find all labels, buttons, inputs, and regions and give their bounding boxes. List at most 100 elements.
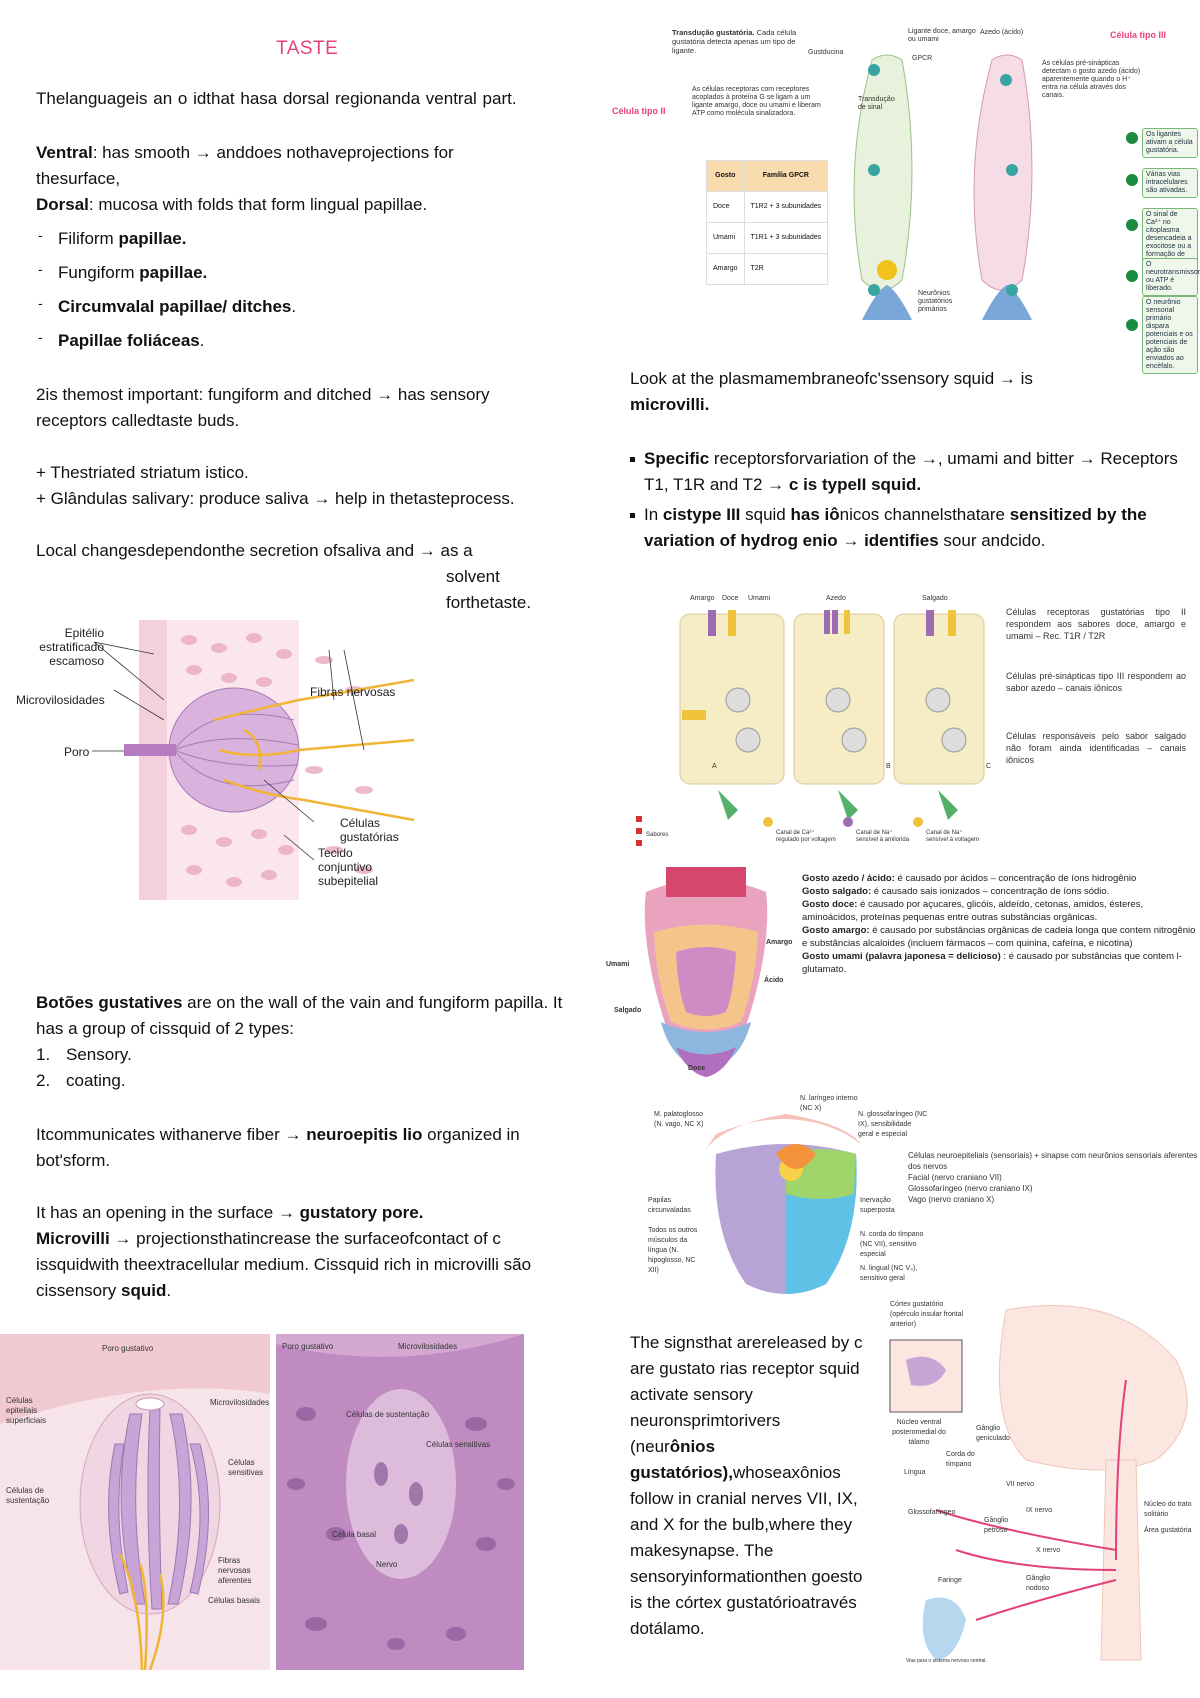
brain-label-petroso: Gânglio petroso xyxy=(984,1517,1009,1534)
step-2: Várias vias intracelulares são ativadas. xyxy=(1142,168,1198,198)
signs-text: The signsthat arereleased by c are gusta… xyxy=(630,1333,863,1638)
step-1: Os ligantes ativam a célula gustatória. xyxy=(1142,128,1198,158)
taste-bud-3d-figure: Poro gustativo Células epiteliais superf… xyxy=(0,1334,270,1671)
brain-label-faringe: Faringe xyxy=(938,1577,962,1584)
legend-na-voltagem: Canal de Na⁺ sensível à voltagem xyxy=(926,830,980,843)
botoes-label: Botões gustatives xyxy=(36,993,183,1012)
fig3-label-sustentacao: Células de sustentação xyxy=(6,1486,50,1505)
transduction-illustration xyxy=(853,54,1138,331)
receptor-cells-figure: Amargo Doce Umami Azedo Salgado A B C Cé… xyxy=(618,590,1200,860)
label-epitelio: Epitélio estratificado escamoso xyxy=(39,626,104,668)
brain-label-nodoso: Gânglio nodoso xyxy=(1026,1575,1051,1592)
nerve-label-papilas: Papilas circunvaladas xyxy=(648,1197,691,1214)
receptor-bullets: Specific receptorsforvariation of the →,… xyxy=(630,446,1190,558)
brain-label-area: Área gustatória xyxy=(1144,1527,1192,1534)
brain-label-geniculado: Gânglio geniculado xyxy=(976,1425,1010,1442)
taste-bud-illustration xyxy=(92,620,415,900)
list-item: Filiform papillae. xyxy=(36,222,536,252)
taste-bud-figure: Epitélio estratificado escamoso Microvil… xyxy=(14,620,415,900)
label-gpcr: GPCR xyxy=(912,55,933,62)
list-item: Specific receptorsforvariation of the →,… xyxy=(630,446,1190,498)
legend-ca: Canal de Ca²⁺ regulado por voltagem xyxy=(776,830,836,843)
opening-text: It has an opening in the surface → gusta… xyxy=(36,1203,424,1222)
fig3-label-microvilosidades: Microvilosidades xyxy=(210,1398,270,1407)
brain-pathway-illustration xyxy=(889,1305,1188,1661)
innervation-note: Células neuroepiteliais (sensoriais) + s… xyxy=(908,1151,1198,1204)
brain-label-corda: Corda do tímpano xyxy=(946,1451,975,1468)
label-salgado-cell: Salgado xyxy=(922,595,948,602)
communicates-text: Itcommunicates withanerve fiber → neuroe… xyxy=(36,1125,520,1170)
brain-label-ix: IX nervo xyxy=(1026,1507,1053,1514)
ventral-label: Ventral xyxy=(36,143,93,162)
nerve-label-inervacao: Inervação superposta xyxy=(860,1197,895,1214)
tongue-label-doce: Doce xyxy=(688,1065,706,1072)
fig3-label-fibras: Fibras nervosas aferentes xyxy=(218,1556,252,1585)
page-title: TASTE xyxy=(276,38,339,59)
list-item: Papillae foliáceas. xyxy=(36,324,536,354)
forthetaste-text: forthetaste. xyxy=(446,593,532,612)
tongue-label-umami: Umami xyxy=(606,961,630,968)
desc-doce: Gosto doce: é causado por açucares, glic… xyxy=(802,899,1144,923)
list-item: Circumvalal papillae/ ditches. xyxy=(36,290,536,320)
brain-footer: Vias para o sistema nervoso central. xyxy=(906,1658,987,1664)
label-b: B xyxy=(886,763,891,770)
desc-azedo: Gosto azedo / ácido: é causado por ácido… xyxy=(802,873,1137,884)
local-changes-text: Local changesdependonthe secretion ofsal… xyxy=(36,541,473,560)
label-c: C xyxy=(986,763,992,770)
microvilli-text: Microvilli → projectionsthatincrease the… xyxy=(36,1229,532,1300)
step-4: O neurotransmissor ou ATP é liberado. xyxy=(1142,258,1200,296)
side-note-2: Células pré-sinápticas tipo III responde… xyxy=(1006,671,1186,693)
fig4-label-sensitivas: Células sensitivas xyxy=(426,1440,491,1449)
nerve-label-laringeo: N. laríngeo interno (NC X) xyxy=(800,1095,858,1112)
important-text: 2is themost important: fungiform and dit… xyxy=(36,385,490,430)
solvent-text: solvent xyxy=(446,567,500,586)
label-neuronios: Neurônios gustatórios primários xyxy=(918,290,953,313)
brain-label-trato: Núcleo do trato solitário xyxy=(1144,1501,1192,1518)
legend-sabores: Sabores xyxy=(646,832,669,838)
histology-figure: Poro gustativo Microvilosidades Células … xyxy=(276,1334,524,1670)
step-5: O neurônio sensorial primário dispara po… xyxy=(1142,296,1198,374)
fig3-label-basais: Células basais xyxy=(208,1596,261,1605)
nerve-label-palatoglosso: M. palatoglosso (N. vago, NC X) xyxy=(654,1111,704,1128)
desc-salgado: Gosto salgado: é causado sais ionizados … xyxy=(802,886,1110,897)
brain-pathway-figure: Córtex gustatório (opérculo insular fron… xyxy=(876,1300,1200,1670)
presinapticas-note: As células pré-sinápticas detectam o gos… xyxy=(1042,60,1141,99)
nerve-label-hipoglosso: Todos os outros músculos da língua (N. h… xyxy=(648,1227,698,1274)
ventral-text: : has smooth → anddoes nothaveprojection… xyxy=(36,143,454,188)
nerve-label-lingual: N. lingual (NC V₃), sensitivo geral xyxy=(860,1265,918,1282)
glands-text: + Glândulas salivary: produce saliva → h… xyxy=(36,489,515,508)
transduction-figure: Transdução gustatória. Cada célula gusta… xyxy=(612,20,1200,374)
ventral-dorsal-block: Ventral: has smooth → anddoes nothavepro… xyxy=(36,140,536,218)
innervation-tongue xyxy=(706,1114,861,1294)
legend-na-amilorida: Canal de Na⁺ sensível à amilorida xyxy=(856,830,910,843)
label-amargo: Amargo xyxy=(690,595,715,602)
taste-bud-3d-illustration xyxy=(0,1334,270,1671)
dorsal-text: : mucosa with folds that form lingual pa… xyxy=(88,195,428,214)
brain-label-cortex: Córtex gustatório (opérculo insular fron… xyxy=(890,1301,964,1328)
types-list: 1.Sensory. 2.coating. xyxy=(36,1042,336,1094)
intro-text: Thelanguageis an o idthat hasa dorsal re… xyxy=(36,89,517,108)
receptor-cells-illustration xyxy=(636,610,985,846)
label-azedo-cell: Azedo xyxy=(826,595,846,602)
side-note-3: Células responsáveis pelo sabor salgado … xyxy=(1006,731,1186,765)
fig4-label-sustentacao: Células de sustentação xyxy=(346,1410,430,1419)
nerve-label-glossofaringeo: N. glossofaríngeo (NC IX), sensibilidade… xyxy=(858,1111,928,1138)
label-transducao: Transdução de sinal xyxy=(858,96,895,111)
dorsal-label: Dorsal xyxy=(36,195,89,214)
tongue-label-acido: Ácido xyxy=(764,977,784,984)
label-poro: Poro xyxy=(64,745,90,759)
brain-label-lingua: Língua xyxy=(904,1469,926,1476)
label-azedo: Azedo (ácido) xyxy=(980,29,1024,36)
desc-umami: Gosto umami (palavra japonesa = delicios… xyxy=(802,951,1182,975)
tongue-map xyxy=(644,867,768,1077)
label-ligante: Ligante doce, amargo ou umami xyxy=(908,28,976,43)
label-microvilosidades: Microvilosidades xyxy=(16,693,105,707)
label-a: A xyxy=(712,763,717,770)
desc-amargo: Gosto amargo: é causado por substâncias … xyxy=(802,925,1196,949)
tongue-label-amargo: Amargo xyxy=(766,939,793,946)
papillae-list: Filiform papillae. Fungiform papillae. C… xyxy=(36,222,536,362)
taste-descriptions: Gosto azedo / ácido: é causado por ácido… xyxy=(802,872,1198,976)
list-item: In cistype III squid has iônicos channel… xyxy=(630,502,1190,554)
fig3-label-sensitivas: Células sensitivas xyxy=(228,1458,264,1477)
transduction-caption: Transdução gustatória. Cada célula gusta… xyxy=(672,28,797,55)
